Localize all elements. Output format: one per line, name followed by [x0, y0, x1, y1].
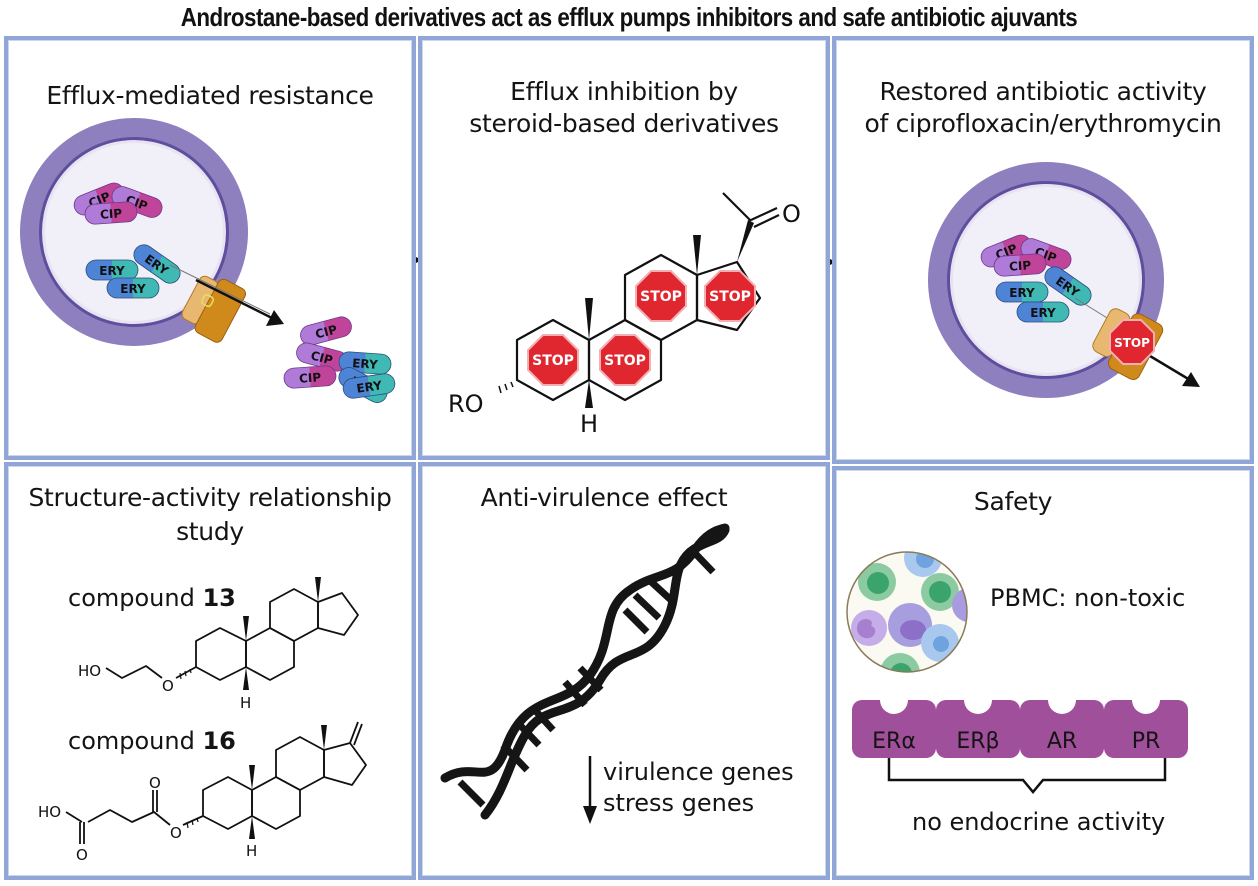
panel-title-line1: Restored antibiotic activity — [879, 77, 1207, 106]
efflux-pump-icon — [181, 275, 247, 343]
ester-oxygen-atom: O — [170, 824, 182, 842]
panel-sar-study: Structure-activity relationship study — [4, 462, 416, 880]
panel-title-line2: of ciprofloxacin/erythromycin — [864, 109, 1222, 138]
hydrogen-atom: H — [580, 410, 598, 438]
panel-title: Safety — [973, 487, 1053, 516]
svg-text:ERY: ERY — [356, 378, 383, 395]
panel-safety: Safety — [832, 466, 1254, 880]
compound-13-label: compound 13 — [68, 584, 236, 612]
panel-title: Efflux-mediated resistance — [46, 81, 374, 110]
panel-title-line1: Efflux inhibition by — [510, 77, 738, 106]
pill-ery: ERY — [1016, 301, 1070, 323]
pill-ery: ERY — [995, 281, 1049, 303]
down-arrow-icon — [583, 756, 597, 824]
effect-virulence-genes: virulence genes — [603, 758, 794, 786]
svg-text:STOP: STOP — [604, 353, 646, 369]
svg-text:CIP: CIP — [1009, 258, 1032, 274]
figure-title: Androstane-based derivatives act as effl… — [180, 2, 1078, 32]
efflux-arrow-icon — [169, 264, 284, 326]
stop-sign-icon: STOP — [1109, 319, 1155, 365]
receptor-erb: ERβ — [936, 700, 1020, 758]
svg-text:STOP: STOP — [640, 289, 682, 305]
endocrine-conclusion: no endocrine activity — [912, 808, 1166, 836]
dna-helix-icon — [440, 523, 730, 820]
panel-title-line2: study — [176, 517, 244, 546]
steroid-structure: O H RO — [448, 192, 801, 438]
substituent-ro: RO — [448, 390, 484, 418]
pill-cip: CIP — [993, 253, 1047, 277]
antibiotic-pills-inside: CIP CIP CIP ERY ERY ERY — [73, 182, 181, 299]
svg-text:STOP: STOP — [709, 289, 751, 305]
receptor-pr: PR — [1104, 700, 1188, 758]
stop-sign-icon: STOP — [635, 270, 687, 322]
stop-sign-icon: STOP — [704, 270, 756, 322]
hydrogen-wedge — [585, 380, 593, 408]
pbmc-cells-icon — [846, 551, 968, 673]
svg-text:STOP: STOP — [532, 353, 574, 369]
bacterial-cell-icon: CIP CIP CIP ERY ERY ERY STOP — [928, 162, 1200, 398]
compound-number: 16 — [202, 727, 236, 755]
pill-ery: ERY — [85, 259, 139, 281]
pill-ery: ERY — [342, 373, 396, 399]
panel-title-line2: steroid-based derivatives — [469, 109, 779, 138]
panel-title: Anti-virulence effect — [480, 483, 728, 512]
receptor-ar: AR — [1020, 700, 1104, 758]
methyl-wedge — [693, 235, 701, 275]
effect-stress-genes: stress genes — [603, 789, 755, 817]
pill-cip: CIP — [283, 365, 337, 389]
hydroxyl-atom: HO — [78, 662, 101, 680]
panel-title-line1: Structure-activity relationship — [28, 483, 392, 512]
svg-text:ERY: ERY — [99, 264, 125, 278]
panel-efflux-inhibition: Efflux inhibition by steroid-based deriv… — [418, 36, 830, 460]
carbonyl-oxygen-atom: O — [76, 846, 88, 864]
pill-cip: CIP — [296, 342, 348, 372]
antibiotic-pills-outside: CIP CIP CIP ERY ERY ERY — [283, 316, 396, 403]
svg-text:STOP: STOP — [1114, 336, 1150, 350]
svg-text:ERY: ERY — [120, 282, 146, 296]
carbonyl-oxygen-atom: O — [149, 774, 161, 792]
bracket-icon — [887, 758, 1167, 794]
pbmc-label: PBMC: non-toxic — [990, 584, 1186, 612]
hydrogen-atom: H — [246, 842, 257, 860]
receptor-era: ERα — [852, 700, 936, 758]
svg-text:ERY: ERY — [352, 356, 379, 372]
pill-cip: CIP — [300, 316, 352, 346]
stop-signs: STOP STOP STOP STOP — [527, 270, 756, 386]
oxygen-atom: O — [782, 200, 801, 228]
receptor-row: ERα ERβ AR PR — [852, 700, 1188, 758]
svg-text:ERα: ERα — [872, 729, 916, 754]
oxygen-atom: O — [162, 677, 174, 695]
pill-cip: CIP — [84, 201, 138, 225]
compound-16-structure: HO O O O H — [38, 721, 367, 864]
compound-number: 13 — [202, 584, 236, 612]
svg-text:ERY: ERY — [1009, 286, 1035, 300]
methyl-wedge — [585, 298, 593, 340]
compound-13-structure: HO O H — [78, 577, 359, 712]
stop-sign-icon: STOP — [599, 334, 651, 386]
svg-text:PR: PR — [1132, 729, 1161, 754]
hydroxyl-atom: HO — [38, 803, 61, 821]
svg-text:CIP: CIP — [299, 370, 322, 386]
svg-text:ERβ: ERβ — [956, 729, 999, 754]
svg-text:AR: AR — [1047, 729, 1077, 754]
svg-text:ERY: ERY — [1030, 306, 1056, 320]
compound-16-label: compound 16 — [68, 727, 236, 755]
acetyl-wedge — [737, 220, 754, 262]
svg-text:CIP: CIP — [100, 206, 123, 222]
bacterial-cell-icon — [20, 118, 248, 346]
stop-sign-icon: STOP — [527, 334, 579, 386]
hydrogen-atom: H — [240, 694, 251, 712]
svg-text:CIP: CIP — [314, 322, 339, 341]
svg-text:CIP: CIP — [309, 348, 334, 367]
pill-ery: ERY — [106, 277, 160, 299]
